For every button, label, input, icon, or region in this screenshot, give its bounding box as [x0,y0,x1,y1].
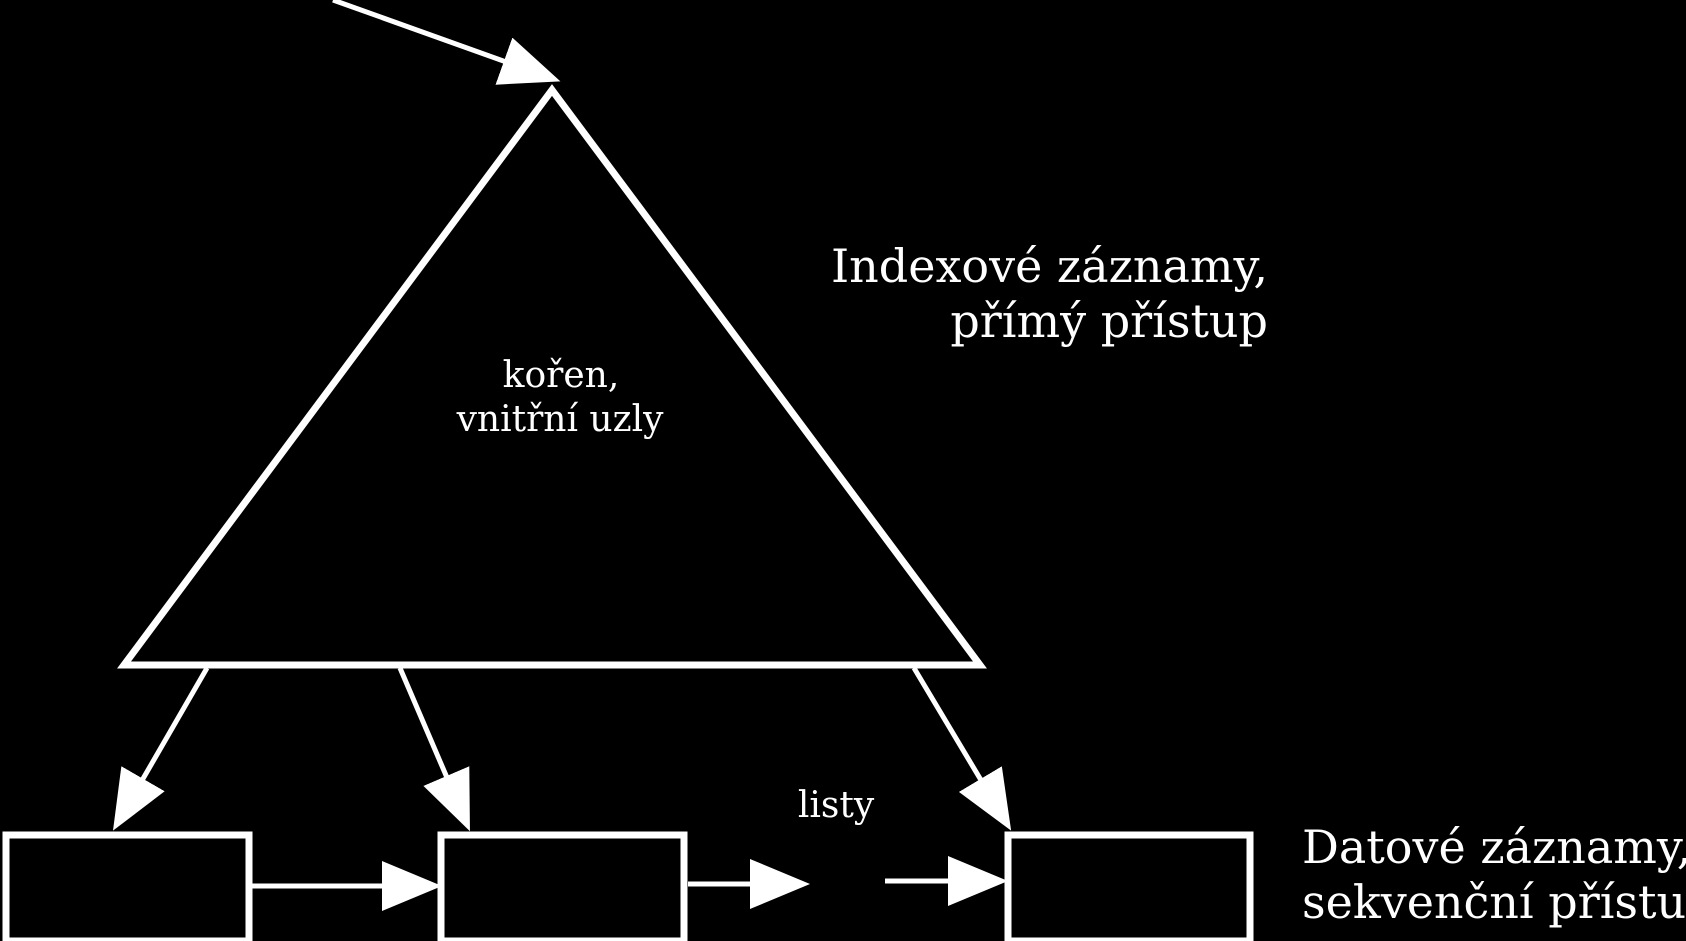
inner-nodes-triangle [117,84,987,669]
leaves-label: listy [798,785,875,826]
leaf-pointer-arrow-3 [911,666,1012,831]
data-records-label-line1: Datové záznamy, [1302,820,1686,874]
leaf-node-box-1 [2,831,253,941]
root-entry-arrow [332,0,561,85]
data-records-label-line2: sekvenční přístup [1302,875,1686,929]
inner-nodes-label-line1: kořen, [503,355,620,396]
leaf-node-box-2 [437,831,688,941]
leaf-pointer-arrow-2 [397,667,470,832]
leaf-node-box-3 [1004,831,1254,941]
leaf-pointer-arrow-1 [112,666,210,831]
index-records-label-line2: přímý přístup [950,294,1268,348]
index-records-label-line1: Indexové záznamy, [831,239,1268,293]
inner-nodes-label-line2: vnitřní uzly [456,399,665,440]
